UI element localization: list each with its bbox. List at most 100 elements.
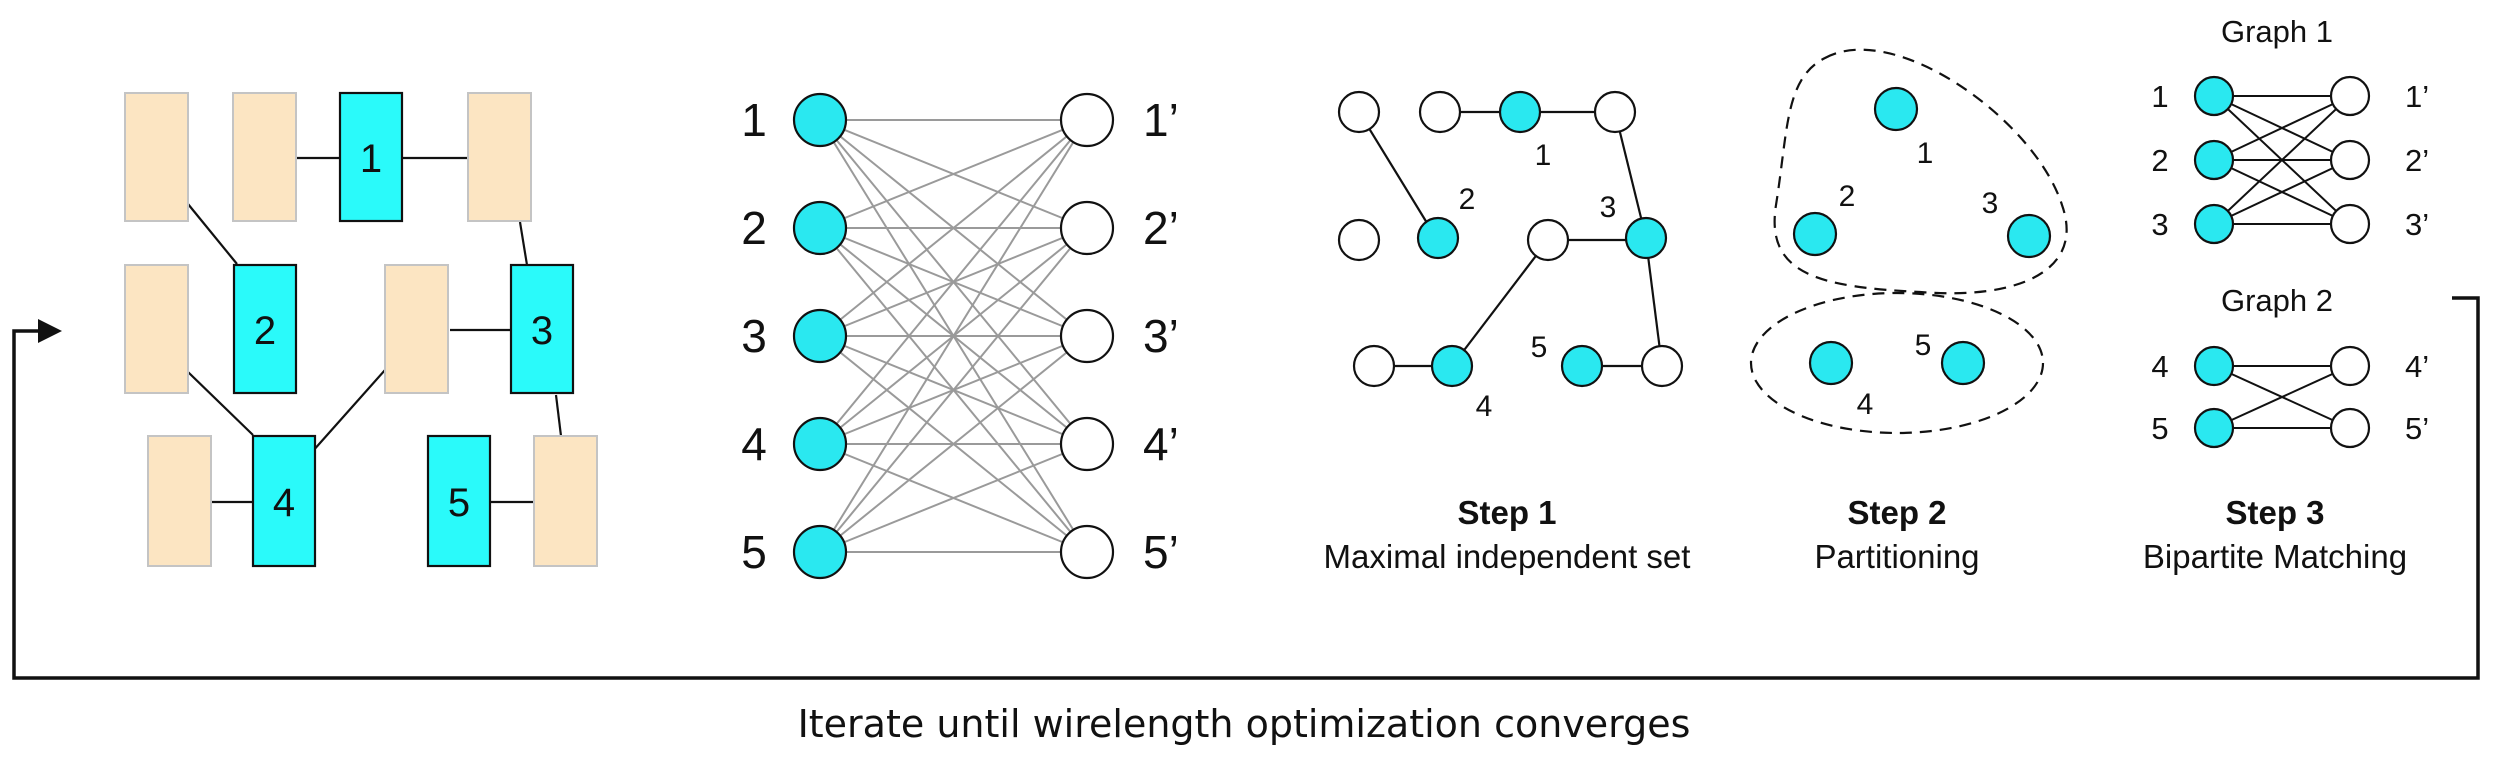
right-node xyxy=(1059,524,1115,580)
graph2-title: Graph 2 xyxy=(2221,283,2333,318)
node-label: 3 xyxy=(1982,187,1999,220)
graph1-title: Graph 1 xyxy=(2221,14,2333,49)
right-node xyxy=(1059,416,1115,472)
graph1-left-label: 1 xyxy=(2151,79,2168,114)
step2-title: Step 2 xyxy=(1847,494,1946,531)
left-label: 5 xyxy=(741,526,767,578)
bipartite-edge xyxy=(819,227,1088,553)
right-label: 5’ xyxy=(1143,526,1179,578)
fixed-cell xyxy=(147,435,212,567)
loop-line xyxy=(12,296,2480,680)
left-label: 1 xyxy=(741,94,767,146)
step1-panel: 1 2 3 4 5 Step 1 Maximal independent set xyxy=(1324,90,1691,575)
graph2-left-label: 5 xyxy=(2151,411,2168,446)
step3-title: Step 3 xyxy=(2225,494,2324,531)
graph-edge xyxy=(1613,111,1648,239)
graph2-right-node xyxy=(2329,407,2371,449)
partition-node xyxy=(1808,340,1854,386)
iteration-loop-arrow xyxy=(12,296,2480,680)
node-label: 2 xyxy=(1459,183,1476,216)
graph1-right-label: 1’ xyxy=(2405,79,2429,114)
node-label: 2 xyxy=(1839,180,1856,213)
independent-node xyxy=(1416,216,1460,260)
independent-node xyxy=(1624,216,1668,260)
graph2-right-label: 4’ xyxy=(2405,349,2429,384)
graph2-right-label: 5’ xyxy=(2405,411,2429,446)
placement-wires xyxy=(187,156,563,504)
bipartite-edge xyxy=(819,443,1088,553)
step2-panel: 1 2 3 4 5 Step 2 Partitioning xyxy=(1749,48,2068,575)
graph1-left-label: 3 xyxy=(2151,207,2168,242)
partition-group-1 xyxy=(1773,48,2068,295)
graph2-left-label: 4 xyxy=(2151,349,2168,384)
loop-caption: Iterate until wirelength optimization co… xyxy=(798,702,1691,746)
node-label: 4 xyxy=(1476,390,1493,423)
fixed-cell xyxy=(467,92,532,222)
graph-node xyxy=(1418,90,1462,134)
graph-edge xyxy=(2213,159,2351,225)
bipartite-edges xyxy=(819,119,1088,553)
movable-cell-1 xyxy=(338,91,404,223)
independent-node xyxy=(1498,90,1542,134)
graph2-right-node xyxy=(2329,345,2371,387)
graph1-left-node xyxy=(2193,75,2235,117)
graph-edge xyxy=(2213,95,2351,225)
graph1-left-node xyxy=(2193,203,2235,245)
graph-node xyxy=(1352,344,1396,388)
wire xyxy=(187,371,254,436)
placement-panel: 1 2 3 4 5 xyxy=(124,91,598,568)
left-node xyxy=(792,416,848,472)
wire xyxy=(187,203,238,265)
partition-node xyxy=(2006,213,2052,259)
right-label: 1’ xyxy=(1143,94,1179,146)
graph-edge xyxy=(1451,239,1549,367)
left-label: 4 xyxy=(741,418,767,470)
step1-subtitle: Maximal independent set xyxy=(1324,538,1691,575)
graph1-right-node xyxy=(2329,203,2371,245)
step3-subtitle: Bipartite Matching xyxy=(2143,538,2407,575)
graph1-left-node xyxy=(2193,139,2235,181)
step1-edges xyxy=(1358,110,1664,368)
node-label: 4 xyxy=(1857,388,1874,421)
bipartite-edge xyxy=(819,119,1088,553)
left-label: 2 xyxy=(741,202,767,254)
cell-label: 2 xyxy=(254,309,276,353)
step2-subtitle: Partitioning xyxy=(1814,538,1979,575)
graph-edge xyxy=(2213,95,2351,161)
node-label: 5 xyxy=(1915,329,1932,362)
independent-node xyxy=(1430,344,1474,388)
graph1-right-label: 2’ xyxy=(2405,143,2429,178)
graph-node xyxy=(1593,90,1637,134)
fixed-cell xyxy=(384,264,449,394)
left-node xyxy=(792,92,848,148)
wire xyxy=(518,221,529,266)
left-node xyxy=(792,524,848,580)
partition-node xyxy=(1940,340,1986,386)
cell-label: 4 xyxy=(273,481,295,525)
step3-panel: Graph 1 1 2 3 1’ 2’ xyxy=(2143,14,2429,575)
node-label: 1 xyxy=(1917,137,1934,170)
left-label: 3 xyxy=(741,310,767,362)
fixed-cell xyxy=(124,264,189,394)
bipartite-edge xyxy=(819,335,1088,553)
cell-label: 5 xyxy=(448,481,470,525)
graph2-left-node xyxy=(2193,407,2235,449)
graph-edge xyxy=(1644,239,1664,367)
wire xyxy=(554,394,563,437)
graph1-right-node xyxy=(2329,139,2371,181)
movable-cell-5 xyxy=(426,434,492,568)
graph1-edges xyxy=(2213,95,2351,225)
fixed-cell xyxy=(533,435,598,567)
graph2-left-node xyxy=(2193,345,2235,387)
graph1-left-label: 2 xyxy=(2151,143,2168,178)
movable-cell-3 xyxy=(509,263,575,395)
cell-label: 3 xyxy=(531,309,553,353)
partition-node xyxy=(1873,86,1919,132)
bipartite-edge xyxy=(819,119,1088,445)
arrowhead-icon xyxy=(38,319,62,343)
right-label: 2’ xyxy=(1143,202,1179,254)
node-label: 3 xyxy=(1600,191,1617,224)
bipartite-panel: 1 2 3 4 5 1’ 2’ 3’ 4’ 5’ xyxy=(741,92,1179,580)
graph-node xyxy=(1526,218,1570,262)
